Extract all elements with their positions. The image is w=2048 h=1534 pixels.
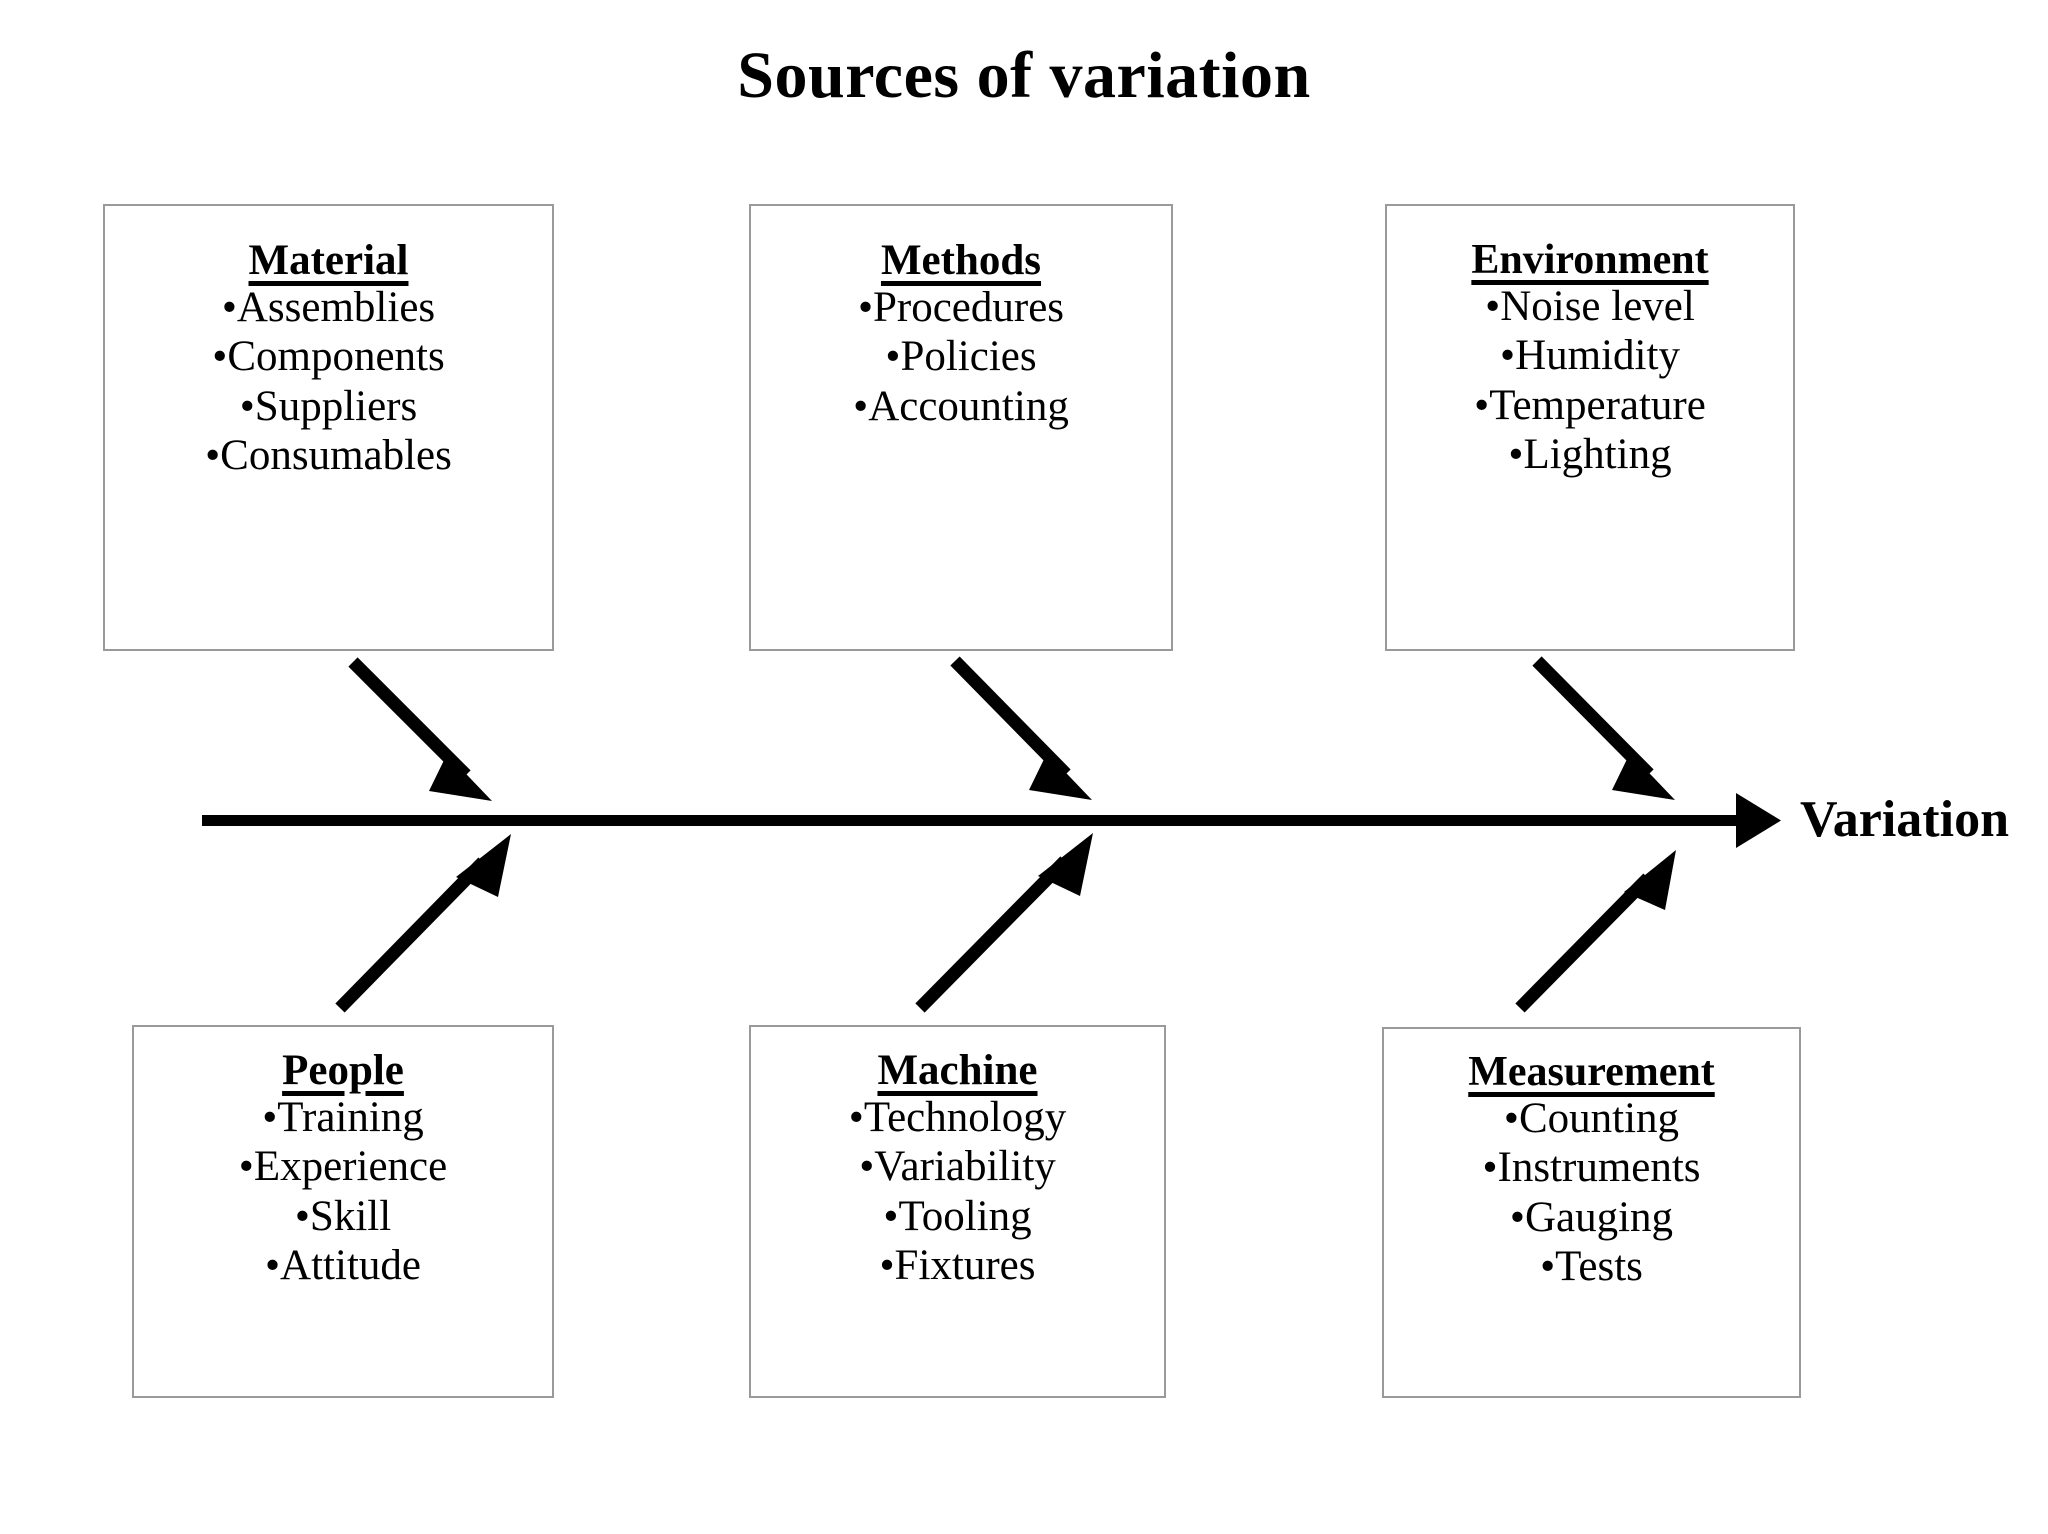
list-item: •Assemblies bbox=[221, 283, 436, 331]
category-heading-measurement: Measurement bbox=[1468, 1049, 1715, 1095]
category-list-measurement: •Counting •Instruments •Gauging •Tests bbox=[1384, 1094, 1799, 1292]
arrow-machine bbox=[915, 833, 1093, 1013]
effect-label: Variation bbox=[1800, 791, 2009, 848]
list-item: •Components bbox=[212, 333, 445, 381]
list-item: •Accounting bbox=[853, 382, 1069, 430]
page-title: Sources of variation bbox=[737, 39, 1311, 112]
category-box-environment[interactable]: Environment •Noise level •Humidity •Temp… bbox=[1385, 204, 1795, 651]
list-item: •Variability bbox=[859, 1143, 1056, 1191]
category-box-material[interactable]: Material •Assemblies •Components •Suppli… bbox=[103, 204, 554, 651]
category-heading-material: Material bbox=[248, 237, 409, 284]
arrow-environment bbox=[1532, 656, 1675, 800]
list-item: •Experience bbox=[238, 1143, 448, 1191]
category-box-measurement[interactable]: Measurement •Counting •Instruments •Gaug… bbox=[1382, 1027, 1801, 1398]
arrow-material bbox=[348, 657, 492, 801]
list-item: •Noise level bbox=[1485, 282, 1695, 330]
arrow-methods bbox=[950, 656, 1092, 800]
category-list-people: •Training •Experience •Skill •Attitude bbox=[134, 1093, 552, 1291]
arrow-people bbox=[335, 834, 511, 1013]
category-box-machine[interactable]: Machine •Technology •Variability •Toolin… bbox=[749, 1025, 1166, 1398]
category-box-methods[interactable]: Methods •Procedures •Policies •Accountin… bbox=[749, 204, 1173, 651]
list-item: •Skill bbox=[294, 1192, 392, 1240]
list-item: •Consumables bbox=[205, 432, 452, 480]
list-item: •Gauging bbox=[1509, 1193, 1674, 1241]
list-item: •Tooling bbox=[883, 1192, 1032, 1240]
category-list-machine: •Technology •Variability •Tooling •Fixtu… bbox=[751, 1093, 1164, 1291]
list-item: •Procedures bbox=[857, 283, 1065, 331]
category-heading-people: People bbox=[282, 1047, 404, 1094]
list-item: •Training bbox=[262, 1093, 424, 1141]
category-heading-machine: Machine bbox=[877, 1047, 1038, 1094]
spine-arrow bbox=[202, 793, 1781, 848]
list-item: •Technology bbox=[848, 1093, 1067, 1141]
list-item: •Suppliers bbox=[239, 382, 418, 430]
category-list-material: •Assemblies •Components •Suppliers •Cons… bbox=[105, 283, 552, 481]
list-item: •Counting bbox=[1503, 1094, 1680, 1142]
list-item: •Instruments bbox=[1482, 1144, 1701, 1192]
category-heading-environment: Environment bbox=[1471, 237, 1709, 283]
list-item: •Tests bbox=[1540, 1243, 1643, 1291]
list-item: •Fixtures bbox=[879, 1242, 1036, 1290]
category-heading-methods: Methods bbox=[880, 237, 1042, 284]
list-item: •Attitude bbox=[265, 1242, 421, 1290]
category-box-people[interactable]: People •Training •Experience •Skill •Att… bbox=[132, 1025, 554, 1398]
category-list-methods: •Procedures •Policies •Accounting bbox=[751, 283, 1171, 431]
list-item: •Policies bbox=[885, 333, 1037, 381]
list-item: •Temperature bbox=[1474, 381, 1706, 429]
list-item: •Lighting bbox=[1508, 431, 1672, 479]
list-item: •Humidity bbox=[1500, 332, 1680, 380]
category-list-environment: •Noise level •Humidity •Temperature •Lig… bbox=[1387, 282, 1793, 480]
arrow-measurement bbox=[1515, 850, 1676, 1013]
